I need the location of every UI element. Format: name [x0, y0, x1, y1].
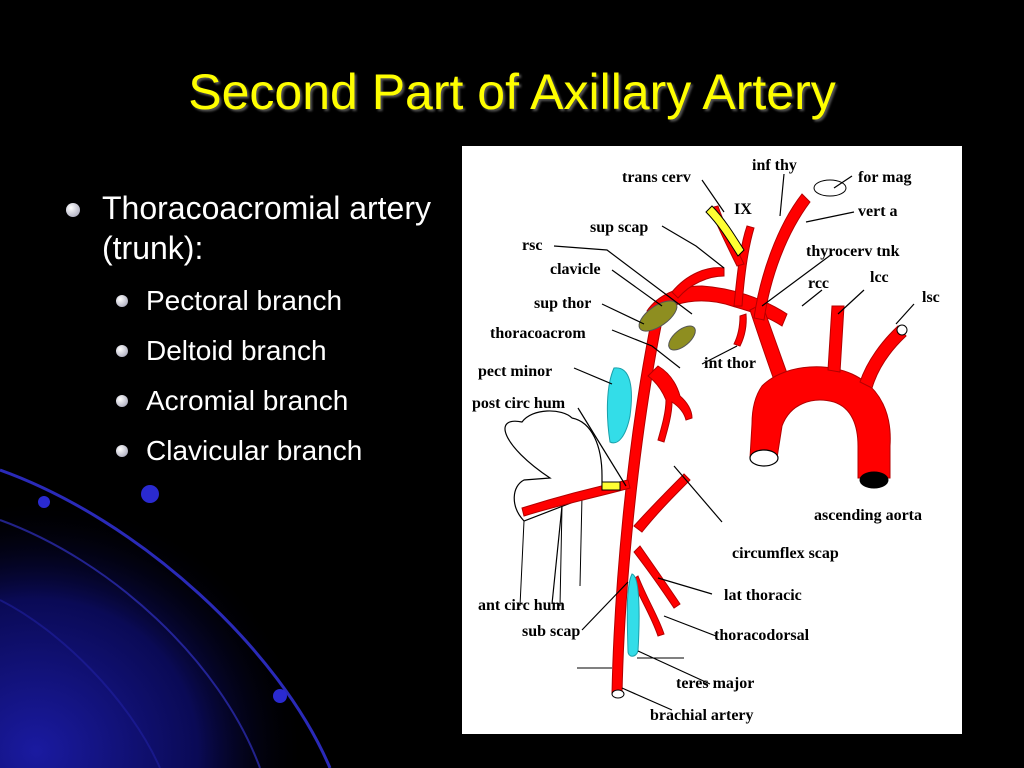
label-circumflex-scap: circumflex scap	[732, 545, 839, 562]
slide-title: Second Part of Axillary Artery	[188, 64, 836, 120]
bullet-dot-icon	[116, 395, 128, 407]
arterial-tree	[521, 179, 908, 699]
ix-nerve-shape	[705, 205, 745, 257]
label-pect-minor: pect minor	[478, 363, 552, 380]
label-ascending-aorta: ascending aorta	[814, 507, 922, 524]
label-lat-thoracic: lat thoracic	[724, 587, 802, 604]
left-subclavian-artery	[859, 325, 907, 389]
nerve-marker	[601, 481, 621, 491]
humerus-shaft-lines	[519, 495, 583, 607]
label-vert-a: vert a	[858, 203, 898, 220]
muscle-edge-lines	[577, 657, 684, 669]
suprascapular-artery	[671, 267, 725, 299]
sub-bullet-item: Acromial branch	[60, 376, 440, 426]
label-int-thor: int thor	[704, 355, 756, 372]
label-inf-thy: inf thy	[752, 157, 797, 174]
label-teres-major: teres major	[676, 675, 754, 692]
sub-bullet-list: Pectoral branch Deltoid branch Acromial …	[60, 276, 440, 476]
label-trans-cerv: trans cerv	[622, 169, 691, 186]
sub-bullet-item: Deltoid branch	[60, 326, 440, 376]
label-lcc: lcc	[870, 269, 889, 286]
bullet-dot-icon	[116, 345, 128, 357]
label-rcc: rcc	[808, 275, 829, 292]
vertebral-artery	[753, 193, 811, 321]
axillary-artery-diagram: trans cerv inf thy for mag IX vert a sup…	[462, 146, 962, 734]
leader-lines	[551, 173, 915, 711]
label-thyrocerv-tnk: thyrocerv tnk	[806, 243, 900, 260]
clavicle-shape-2	[668, 325, 696, 351]
left-common-carotid	[827, 305, 845, 373]
label-ix: IX	[734, 201, 752, 218]
clavicle-shape	[638, 300, 678, 332]
bullet-text: Thoracoacromial artery (trunk):	[102, 190, 431, 266]
subscapular-branch	[633, 545, 681, 609]
bullet-thoracoacromial: Thoracoacromial artery (trunk):	[60, 188, 440, 268]
label-sup-thor: sup thor	[534, 295, 591, 312]
sub-bullet-text: Clavicular branch	[146, 435, 363, 466]
thoracoacromial-branches	[647, 365, 693, 443]
humerus-outline	[504, 410, 603, 522]
label-clavicle: clavicle	[550, 261, 601, 278]
label-sub-scap: sub scap	[522, 623, 580, 640]
sub-bullet-text: Acromial branch	[146, 385, 349, 416]
internal-thoracic	[733, 313, 747, 347]
teres-major-shape	[626, 573, 640, 657]
sub-bullet-item: Pectoral branch	[60, 276, 440, 326]
label-brachial-artery: brachial artery	[650, 707, 754, 724]
bullet-dot-icon	[116, 445, 128, 457]
label-post-circ-hum: post circ hum	[472, 395, 566, 412]
bullet-dot-icon	[116, 295, 128, 307]
thyrocervical-trunk	[733, 225, 755, 307]
bullet-list: Thoracoacromial artery (trunk): Pectoral…	[60, 188, 440, 476]
sub-bullet-item: Clavicular branch	[60, 426, 440, 476]
label-thoracodorsal: thoracodorsal	[714, 627, 810, 644]
label-thoracoacrom: thoracoacrom	[490, 325, 586, 342]
pectoralis-minor-shape	[606, 367, 632, 444]
sub-bullet-text: Deltoid branch	[146, 335, 327, 366]
lateral-thoracic	[633, 473, 691, 533]
sub-bullet-text: Pectoral branch	[146, 285, 343, 316]
descending-aorta-cut	[859, 471, 889, 489]
bullet-dot-icon	[66, 203, 80, 217]
label-sup-scap: sup scap	[590, 219, 648, 236]
diagram-svg: trans cerv inf thy for mag IX vert a sup…	[472, 157, 940, 724]
label-rsc: rsc	[522, 237, 542, 254]
ascending-aorta-cut	[749, 449, 779, 467]
label-ant-circ-hum: ant circ hum	[478, 597, 565, 614]
label-for-mag: for mag	[858, 169, 911, 186]
label-lsc: lsc	[922, 289, 940, 306]
